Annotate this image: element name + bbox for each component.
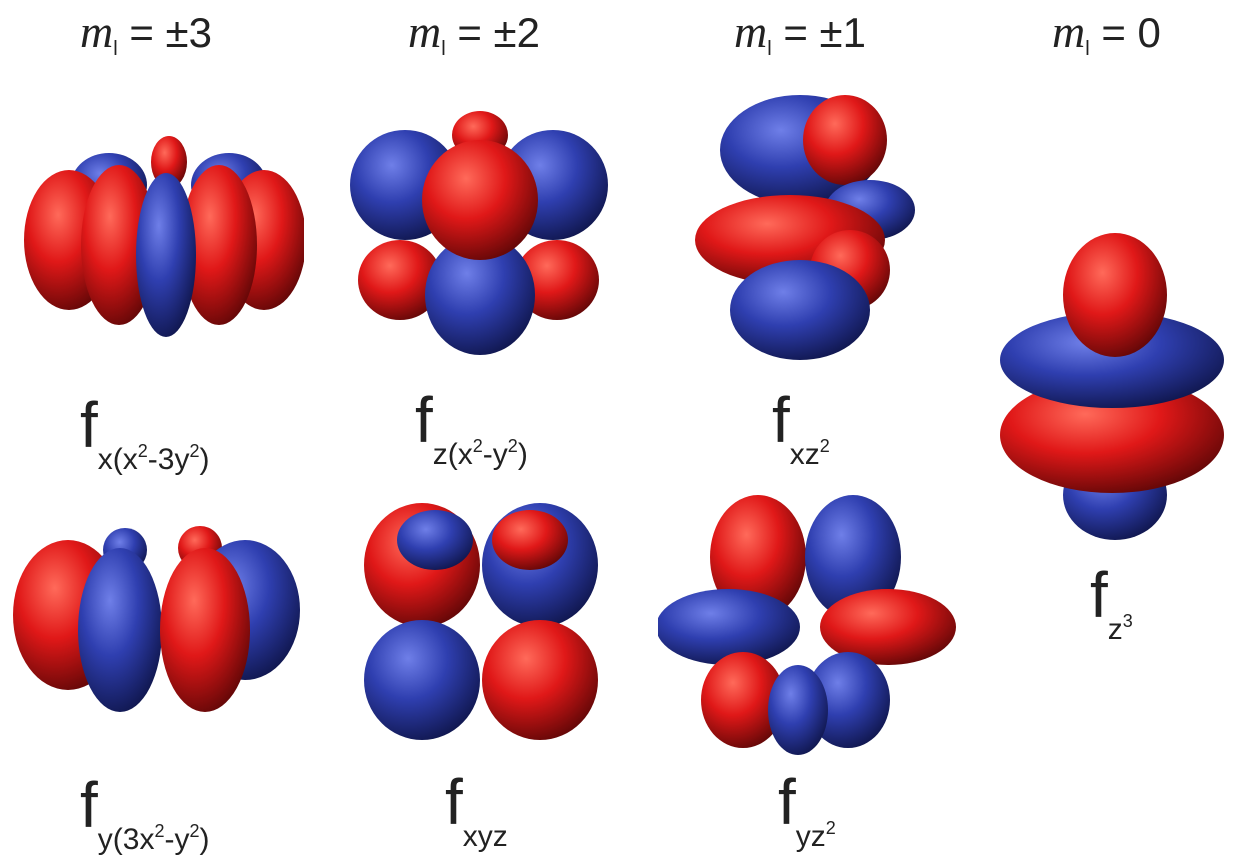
orbital-fx-x2-3y2	[14, 120, 304, 350]
label-fz-x2-y2: fz(x2-y2)	[415, 380, 528, 470]
label-fyz2: fyz2	[778, 762, 836, 852]
orbital-fyz2	[658, 495, 958, 760]
label-fz3: fz3	[1090, 555, 1133, 645]
orbital-fz3	[995, 230, 1230, 550]
orbital-fy-3x2-y2	[10, 520, 300, 715]
ml-label-pm3: ml = ±3	[80, 2, 212, 62]
orbital-fz-x2-y2	[345, 105, 615, 365]
ml-label-pm2: ml = ±2	[408, 2, 540, 62]
ml-label-pm1: ml = ±1	[734, 2, 866, 62]
label-fx-x2-3y2: fx(x2-3y2)	[80, 385, 210, 475]
ml-label-0: ml = 0	[1052, 2, 1161, 62]
label-fxyz: fxyz	[445, 762, 508, 852]
label-fy-3x2-y2: fy(3x2-y2)	[80, 765, 210, 855]
label-fxz2: fxz2	[772, 380, 830, 470]
orbital-fxyz	[360, 500, 605, 745]
orbital-fxz2	[690, 95, 930, 365]
